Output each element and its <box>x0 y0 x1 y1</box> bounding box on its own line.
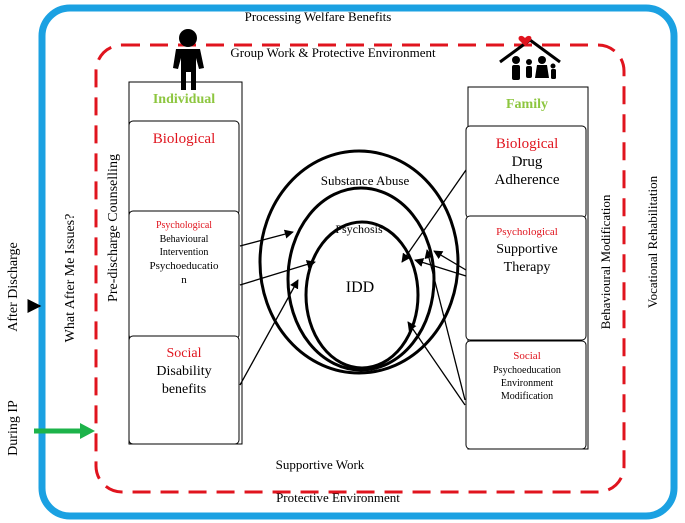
family-psych-line-1: Supportive <box>496 242 557 257</box>
family-social-line-1: Psychoeducation <box>493 365 561 376</box>
individual-social-line-2: benefits <box>162 382 206 397</box>
family-psych-line-2: Therapy <box>504 260 551 275</box>
circle-idd <box>304 220 420 370</box>
individual-psych-line-4: n <box>181 274 187 286</box>
outer-frame <box>38 4 678 520</box>
family-social-box <box>465 340 587 450</box>
circle-idd-label: IDD <box>346 279 374 296</box>
individual-psychological-title: Psychological <box>156 220 212 231</box>
label-protective-environment: Protective Environment <box>276 490 400 505</box>
family-column: Family Biological Drug Adherence Psychol… <box>465 86 589 450</box>
label-what-after-me: What After Me Issues? <box>63 214 78 343</box>
circle-substance-abuse <box>258 149 460 375</box>
label-vocational-rehabilitation: Vocational Rehabilitation <box>645 175 660 308</box>
label-during-ip: During IP <box>6 400 21 456</box>
circle-substance-abuse-label: Substance Abuse <box>321 173 410 188</box>
circle-psychosis-label: Psychosis <box>335 222 383 236</box>
individual-social-box <box>128 335 240 445</box>
dashed-frame <box>94 43 626 494</box>
during-ip-arrow <box>34 423 95 439</box>
family-psychological-title: Psychological <box>496 226 558 238</box>
family-biological-title: Biological <box>496 136 559 152</box>
label-pre-discharge: Pre-discharge Counselling <box>106 154 121 302</box>
individual-social-title: Social <box>167 346 202 361</box>
individual-psych-line-1: Behavioural <box>160 234 209 245</box>
family-psychological-box <box>465 215 587 341</box>
label-after-discharge: After Discharge <box>6 242 21 332</box>
family-arrows <box>401 169 467 406</box>
label-processing-welfare: Processing Welfare Benefits <box>245 9 392 24</box>
label-behavioural-modification: Behavioural Modification <box>598 194 613 329</box>
family-header: Family <box>506 97 548 112</box>
individual-psych-line-3: Psychoeducatio <box>149 260 219 272</box>
family-social-line-3: Modification <box>501 391 553 402</box>
family-social-title: Social <box>513 350 541 362</box>
family-biological-line-2: Adherence <box>495 172 560 188</box>
family-house-icon <box>499 35 561 80</box>
family-social-line-2: Environment <box>501 378 553 389</box>
person-icon <box>173 29 204 90</box>
individual-biological-title: Biological <box>153 131 216 147</box>
family-biological-line-1: Drug <box>512 154 543 170</box>
individual-arrows <box>239 229 316 386</box>
individual-column: Individual Biological Psychological Beha… <box>128 81 243 445</box>
individual-social-line-1: Disability <box>156 364 211 379</box>
label-supportive-work: Supportive Work <box>276 457 365 472</box>
individual-psych-line-2: Intervention <box>160 247 209 258</box>
label-group-work: Group Work & Protective Environment <box>230 45 436 60</box>
individual-header: Individual <box>153 92 215 107</box>
